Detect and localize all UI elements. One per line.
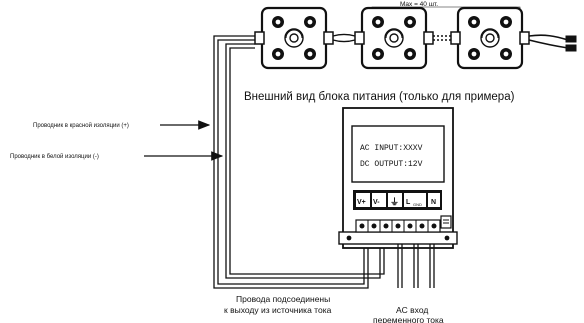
terminal-vplus: V+ bbox=[357, 199, 366, 206]
psu-label-panel bbox=[351, 125, 445, 183]
max-count-label: Max = 40 шт. bbox=[400, 1, 438, 8]
red-wire-label: Проводник в красной изоляции (+) bbox=[33, 122, 129, 129]
terminal-gnd-sub: GND bbox=[413, 202, 422, 207]
red-wire-callout: Проводник в красной изоляции (+) bbox=[33, 120, 211, 130]
module-cables bbox=[332, 33, 577, 52]
terminal-ground: ⏚ bbox=[390, 197, 399, 207]
white-wire-label: Проводник в белой изоляции (-) bbox=[10, 153, 99, 160]
psu-output-spec: DC OUTPUT:12V bbox=[360, 160, 423, 169]
output-wire-label-line2: к выходу из источника тока bbox=[224, 305, 332, 315]
ac-input-label-line1: AC вход bbox=[396, 305, 428, 315]
ac-input-label-line2: переменного тока bbox=[373, 315, 444, 323]
ac-input-wires bbox=[397, 244, 435, 288]
power-supply: AC INPUT:XXXV DC OUTPUT:12V V+ V- ⏚ L GN… bbox=[338, 107, 458, 249]
white-wire-callout: Проводник в белой изоляции (-) bbox=[10, 151, 224, 161]
psu-input-spec: AC INPUT:XXXV bbox=[360, 144, 423, 153]
output-wire-label-line1: Провода подсоединены bbox=[236, 294, 330, 304]
terminal-vminus: V- bbox=[373, 199, 380, 206]
terminal-line: L bbox=[406, 199, 411, 206]
led-module-2 bbox=[354, 6, 434, 70]
screw-terminals bbox=[355, 219, 441, 233]
max-count-annotation: Max = 40 шт. bbox=[371, 1, 521, 9]
terminal-neutral: N bbox=[431, 199, 436, 206]
supply-wires bbox=[213, 35, 385, 289]
led-module-3 bbox=[450, 6, 530, 70]
module-caption: Внешний вид блока питания (только для пр… bbox=[244, 91, 515, 103]
led-module-1 bbox=[254, 6, 334, 70]
